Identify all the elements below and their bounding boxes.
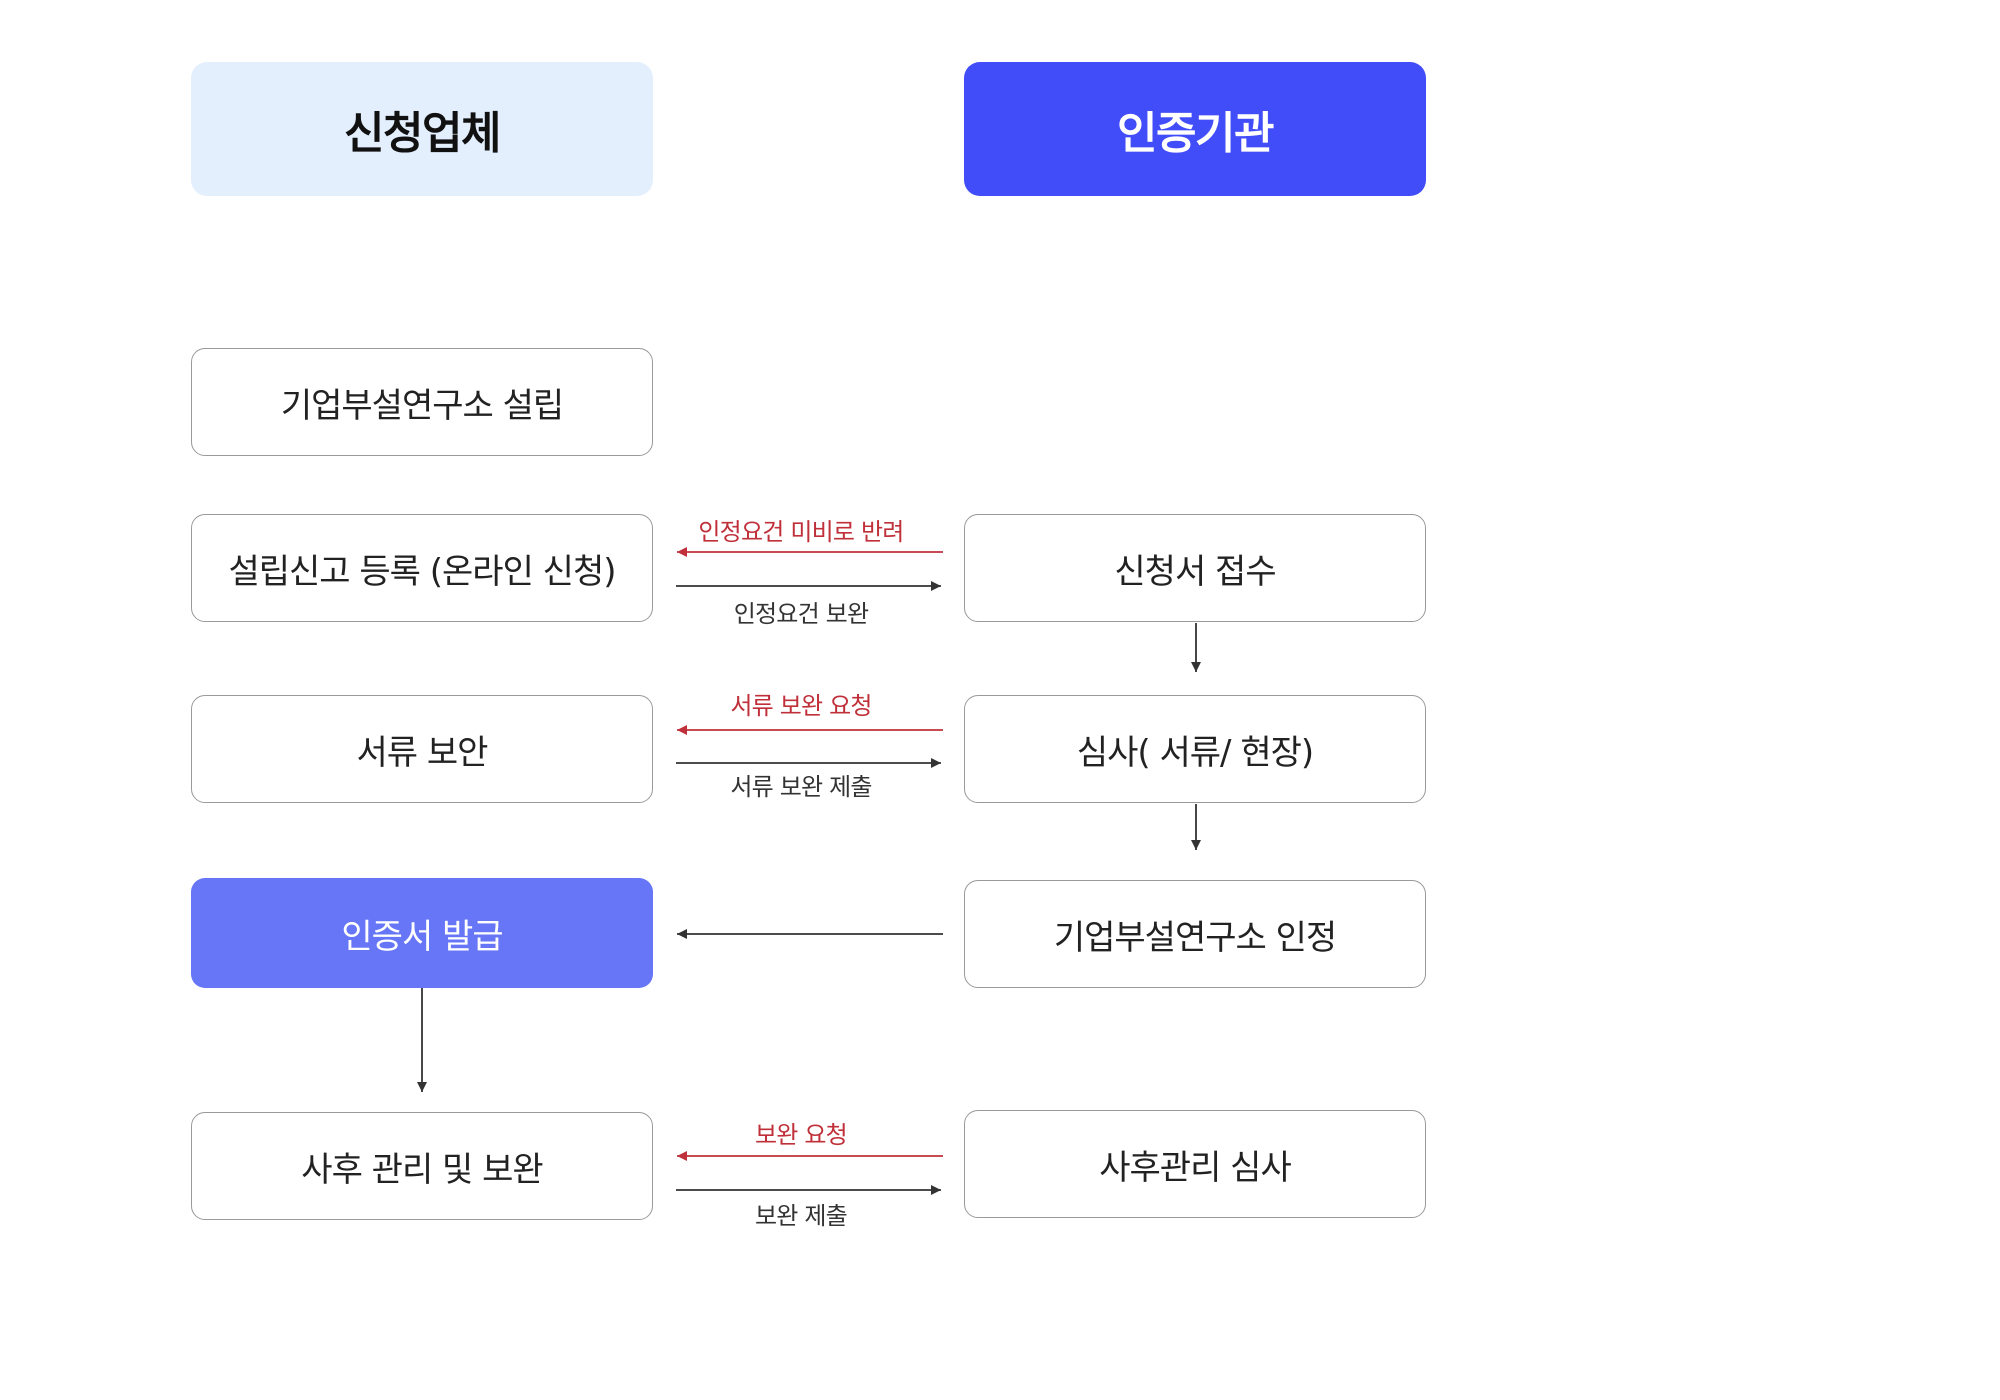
step-issue-certificate-label: 인증서 발급 [341, 916, 503, 957]
step-post-review: 사후관리 심사 [964, 1110, 1426, 1218]
edge-label-reject: 인정요건 미비로 반려 [698, 518, 904, 546]
step-receive-application-label: 신청서 접수 [1114, 551, 1276, 592]
edge-label-post-submit: 보완 제출 [755, 1202, 848, 1230]
step-establish-label: 기업부설연구소 설립 [280, 385, 564, 426]
step-supplement-docs-label: 서류 보안 [356, 732, 489, 773]
edge-label-doc-submit: 서류 보완 제출 [730, 773, 872, 801]
step-register: 설립신고 등록 (온라인 신청) [191, 514, 653, 622]
edge-label-requirement-supplement: 인정요건 보완 [733, 600, 869, 628]
edge-label-doc-request: 서류 보완 요청 [730, 692, 872, 720]
step-review-label: 심사( 서류/ 현장) [1076, 732, 1314, 773]
edge-label-post-request: 보완 요청 [755, 1121, 848, 1149]
step-review: 심사( 서류/ 현장) [964, 695, 1426, 803]
step-supplement-docs: 서류 보안 [191, 695, 653, 803]
step-recognize: 기업부설연구소 인정 [964, 880, 1426, 988]
step-recognize-label: 기업부설연구소 인정 [1053, 917, 1337, 958]
header-applicant: 신청업체 [191, 62, 653, 196]
step-post-management-label: 사후 관리 및 보완 [301, 1149, 543, 1190]
header-certifier: 인증기관 [964, 62, 1426, 196]
header-applicant-label: 신청업체 [344, 108, 501, 159]
step-post-management: 사후 관리 및 보완 [191, 1112, 653, 1220]
step-receive-application: 신청서 접수 [964, 514, 1426, 622]
step-issue-certificate: 인증서 발급 [191, 878, 653, 988]
step-post-review-label: 사후관리 심사 [1099, 1147, 1291, 1188]
step-register-label: 설립신고 등록 (온라인 신청) [228, 551, 616, 592]
step-establish: 기업부설연구소 설립 [191, 348, 653, 456]
header-certifier-label: 인증기관 [1117, 108, 1274, 159]
